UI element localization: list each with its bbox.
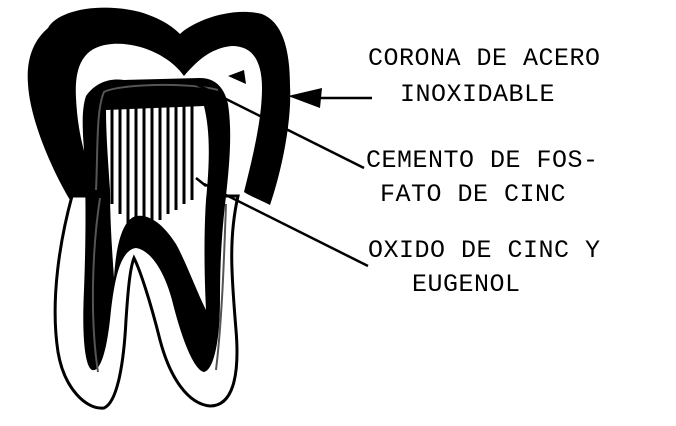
zinc-oxide-label-line1: OXIDO DE CINC Y bbox=[368, 236, 601, 266]
crown-label-line1: CORONA DE ACERO bbox=[368, 44, 601, 74]
cement-label-line2: FATO DE CINC bbox=[380, 180, 566, 210]
crown-pointer-arrowhead bbox=[288, 88, 322, 108]
cement-pointer-mark bbox=[228, 70, 246, 84]
cement-label-line1: CEMENTO DE FOS- bbox=[366, 146, 599, 176]
crown-label-line2: INOXIDABLE bbox=[400, 80, 555, 110]
zinc-oxide-label-line2: EUGENOL bbox=[412, 270, 521, 300]
